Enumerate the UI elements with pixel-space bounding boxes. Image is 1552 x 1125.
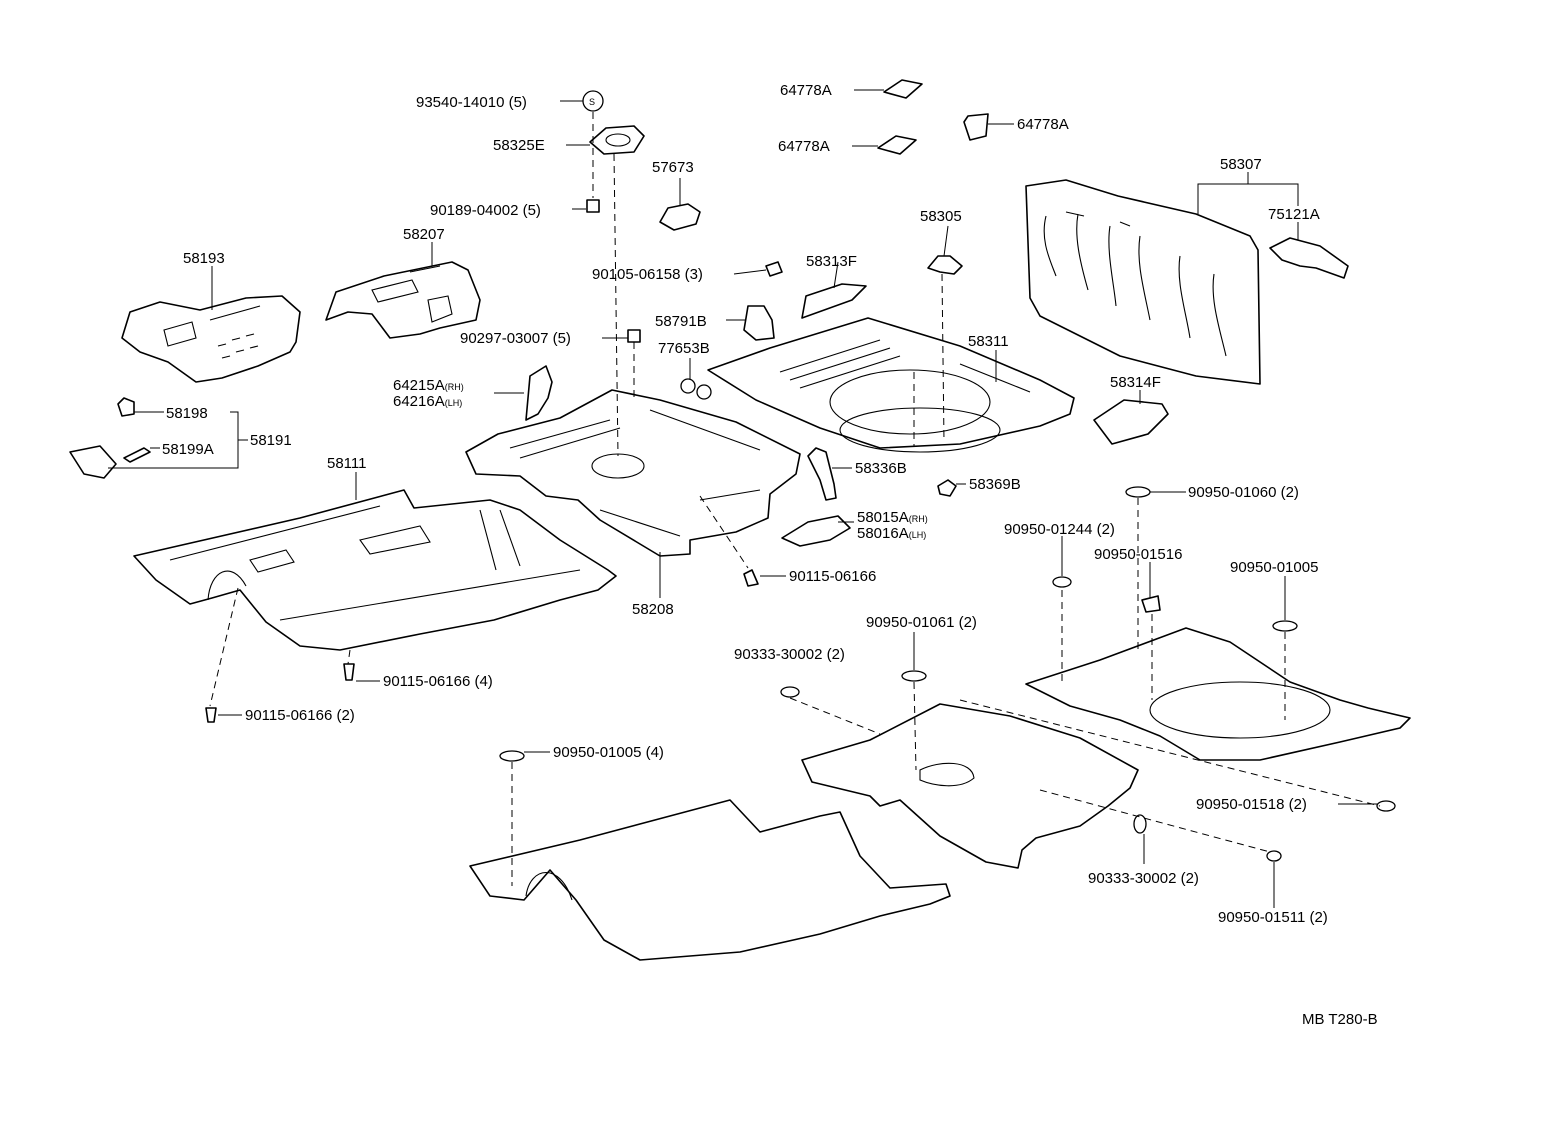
part-90105 [765,261,783,277]
label-58199A: 58199A [162,441,214,458]
part-front-carpet [469,799,951,961]
label-90115-06166-a: 90115-06166 [789,568,876,585]
label-77653B: 77653B [658,340,710,357]
part-64778A-pads [877,79,989,155]
label-58016A: 58016A(LH) [857,525,926,542]
label-90950-01005-4: 90950-01005 (4) [553,744,664,761]
part-58207 [325,261,481,339]
part-58305 [927,255,963,275]
label-64778A-2: 64778A [778,138,830,155]
part-58193 [121,295,301,383]
part-58336B [807,447,837,501]
part-58325E [589,125,645,155]
part-90189 [586,199,600,213]
label-58193: 58193 [183,250,225,267]
label-64778A-1: 64778A [780,82,832,99]
part-57673 [659,203,701,231]
label-58313F: 58313F [806,253,857,270]
label-58336B: 58336B [855,460,907,477]
label-90333-30002-a: 90333-30002 (2) [734,646,845,663]
part-75121A [1269,237,1349,279]
label-90950-01061: 90950-01061 (2) [866,614,977,631]
part-58111 [133,489,617,651]
part-58307 [1025,179,1261,385]
part-93540-symbol: S [582,90,604,112]
part-luggage-mat [1025,627,1411,761]
part-58015A [781,515,851,547]
label-64216A-lh: (LH) [445,398,463,408]
label-58015A-rh: (RH) [909,514,928,524]
label-90333-30002-b: 90333-30002 (2) [1088,870,1199,887]
label-58015A-code: 58015A [857,509,909,526]
label-90950-01511: 90950-01511 (2) [1218,909,1328,926]
label-64778A-3: 64778A [1017,116,1069,133]
label-64215A-rh: (RH) [445,382,464,392]
label-90189-04002: 90189-04002 (5) [430,202,541,219]
part-58191 [69,445,117,479]
part-58311 [707,317,1075,453]
label-90950-01518: 90950-01518 (2) [1196,796,1307,813]
part-58199A [123,447,151,463]
part-58791B [743,305,775,341]
label-90115-06166-b: 90115-06166 (4) [383,673,493,690]
leader-lines [108,89,1378,908]
part-58314F [1093,399,1169,445]
label-64215A: 64215A(RH) [393,377,464,394]
part-77653B [680,378,712,400]
part-90297 [627,329,641,343]
label-64216A: 64216A(LH) [393,393,462,410]
part-64215A [525,365,553,421]
label-58791B: 58791B [655,313,707,330]
label-58198: 58198 [166,405,208,422]
label-58016A-lh: (LH) [909,530,927,540]
part-58198 [117,397,135,417]
label-58307: 58307 [1220,156,1262,173]
label-90950-01244: 90950-01244 (2) [1004,521,1115,538]
label-58305: 58305 [920,208,962,225]
label-90950-01516: 90950-01516 [1094,546,1182,563]
label-58208: 58208 [632,601,674,618]
label-64215A-code: 64215A [393,377,445,394]
label-58111: 58111 [327,455,367,472]
label-57673: 57673 [652,159,694,176]
part-rear-carpet [801,703,1139,869]
label-58311: 58311 [968,333,1009,350]
alignment-lines [209,112,1381,886]
label-93540-14010: 93540-14010 (5) [416,94,527,111]
label-58314F: 58314F [1110,374,1161,391]
label-90950-01005: 90950-01005 [1230,559,1318,576]
label-58016A-code: 58016A [857,525,909,542]
label-64216A-code: 64216A [393,393,445,410]
s-mark: S [589,97,595,107]
label-58369B: 58369B [969,476,1021,493]
diagram-code: MB T280-B [1302,1011,1378,1028]
label-90115-06166-c: 90115-06166 (2) [245,707,355,724]
part-58369B [937,479,957,497]
grommets [205,486,1396,862]
label-58207: 58207 [403,226,445,243]
part-labels: 93540-14010 (5) 58325E 90189-04002 (5) 5… [162,82,1378,1028]
label-75121A: 75121A [1268,206,1320,223]
label-58191: 58191 [250,432,292,449]
label-90297-03007: 90297-03007 (5) [460,330,571,347]
part-58313F [801,283,867,319]
label-90950-01060: 90950-01060 (2) [1188,484,1299,501]
label-90105-06158: 90105-06158 (3) [592,266,703,283]
label-58015A: 58015A(RH) [857,509,928,526]
label-58325E: 58325E [493,137,545,154]
